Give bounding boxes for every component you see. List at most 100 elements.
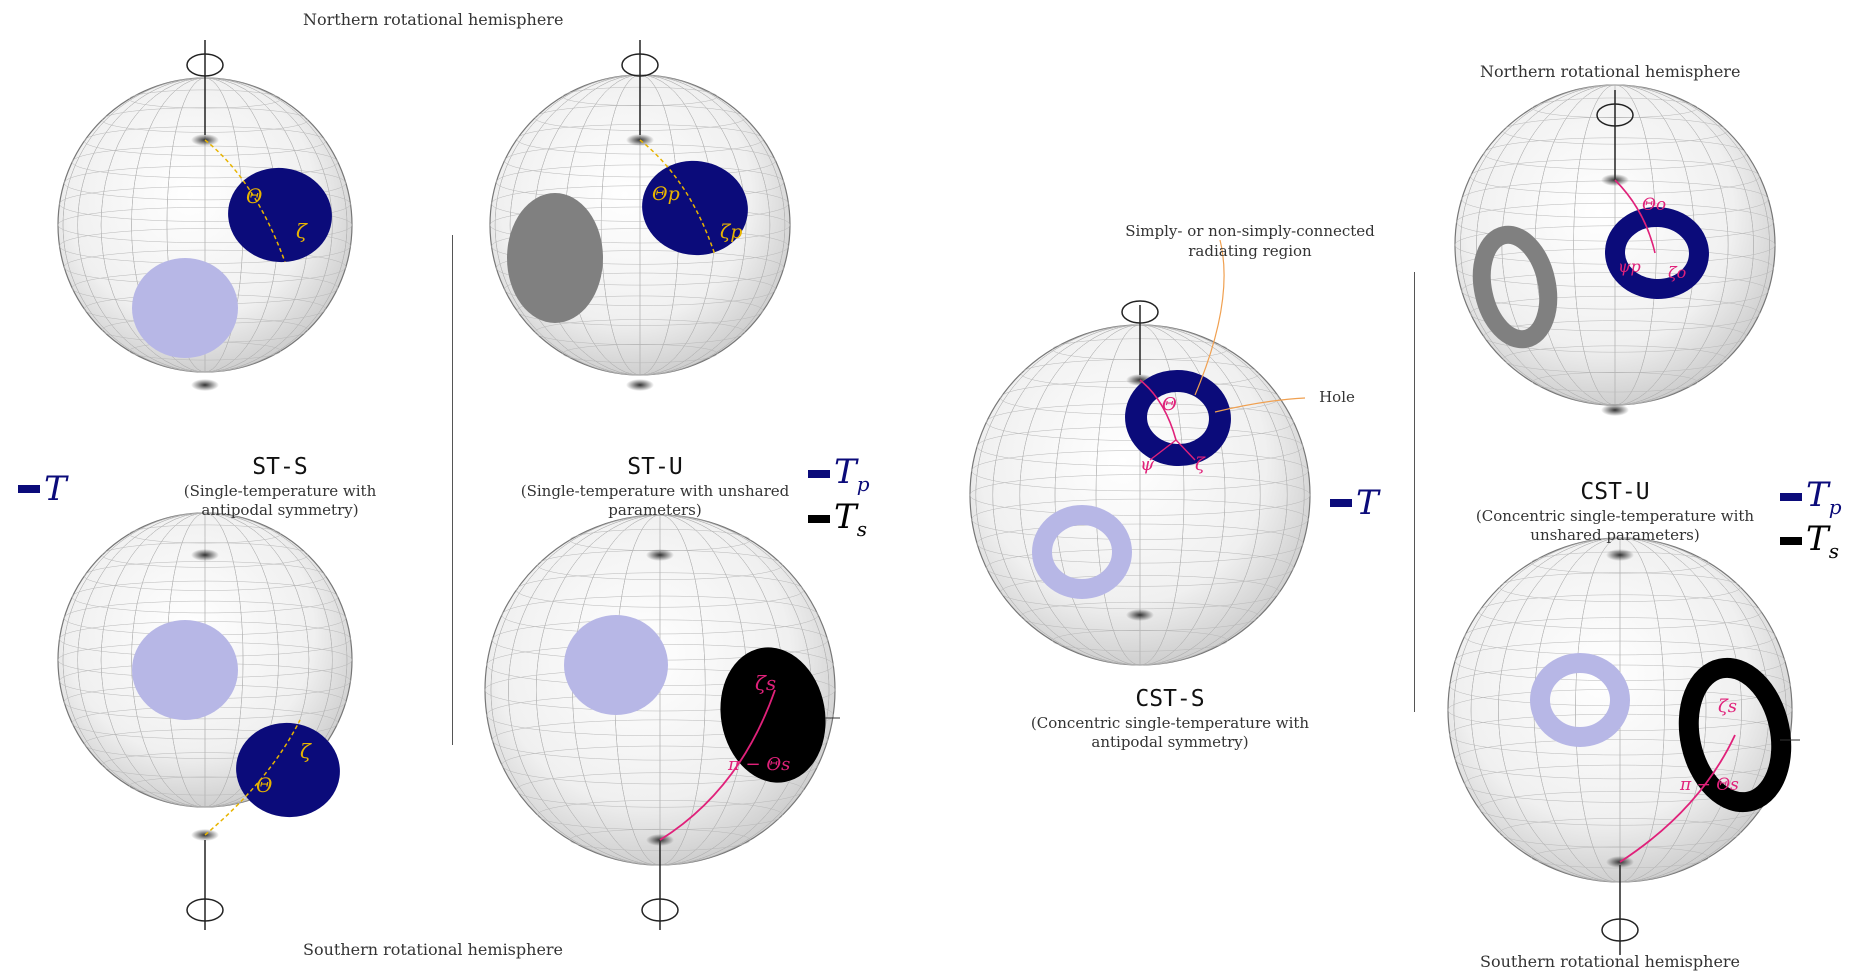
- zeta-radius: [1175, 439, 1196, 461]
- secondary-ring-region: [1678, 657, 1792, 813]
- rotation-direction-ring: [641, 898, 679, 922]
- parallel-line: [1483, 320, 1747, 353]
- parallel-line: [1000, 575, 1280, 610]
- antipodal-region-faded: [132, 620, 238, 720]
- parallel-line: [516, 772, 804, 808]
- zeta-p-symbol: ζp: [720, 221, 742, 243]
- northern-hemisphere-label-left: Northern rotational hemisphere: [303, 10, 564, 29]
- parallel-line: [489, 206, 791, 244]
- hot-ring-region: [1125, 369, 1231, 467]
- legend-symbol: T: [1806, 475, 1829, 515]
- colatitude-arc: [639, 139, 716, 256]
- parallel-line: [534, 319, 746, 345]
- axis-cst-s: [1121, 300, 1159, 375]
- legend-subscript: p: [1828, 494, 1842, 519]
- parallel-line: [496, 164, 784, 200]
- secondary-hot-region: [720, 647, 826, 783]
- legend-swatch: [808, 515, 830, 524]
- parallel-line: [1502, 345, 1728, 373]
- meridian-line: [62, 512, 348, 808]
- model-caption-cst-u: CST-U (Concentric single-temperature wit…: [1470, 478, 1760, 544]
- theta-p-symbol: Θp: [652, 183, 680, 205]
- antipodal-ring-faded: [1032, 505, 1132, 599]
- legend-t-left: T: [18, 472, 67, 506]
- model-description: (Single-temperature with unshared parame…: [520, 481, 790, 519]
- divider-right: [1414, 272, 1415, 712]
- primary-ring-region: [1605, 206, 1709, 300]
- colatitude-arc: [204, 139, 286, 263]
- theta-o-symbol: Θo: [1642, 195, 1666, 215]
- axis-cst-u-south: [1601, 865, 1639, 955]
- model-code: ST-U: [627, 454, 683, 480]
- legend-symbol: T: [834, 497, 857, 537]
- legend-subscript: s: [856, 516, 867, 541]
- model-description: (Concentric single-temperature with anti…: [1030, 713, 1310, 751]
- parallel-line: [501, 595, 819, 635]
- parallel-line: [1020, 601, 1260, 631]
- colatitude-arc-secondary: [1619, 734, 1736, 863]
- rotation-direction-ring: [186, 53, 224, 77]
- parallel-line: [486, 693, 834, 737]
- parallel-line: [504, 272, 776, 306]
- south-pole-mark: [191, 379, 219, 391]
- parallel-line: [491, 185, 789, 222]
- parallel-line: [84, 561, 326, 591]
- north-pole-mark: [191, 549, 219, 561]
- legend-ts-left: Ts: [808, 500, 867, 539]
- rotation-direction-ring: [1596, 103, 1634, 127]
- legend-swatch: [808, 470, 830, 479]
- legend-swatch: [1330, 499, 1352, 507]
- secondary-region-projection: [507, 193, 603, 323]
- hot-region: [236, 722, 340, 818]
- zeta-s-symbol: ζs: [1718, 696, 1737, 717]
- parallel-line: [71, 145, 339, 179]
- legend-tp-left: Tp: [808, 455, 870, 494]
- primary-ring-projection: [1530, 653, 1630, 747]
- parallel-line: [1052, 629, 1228, 652]
- psi-symbol: ψ: [1140, 454, 1155, 475]
- parallel-line: [496, 250, 784, 286]
- parallel-line: [1478, 791, 1762, 826]
- southern-hemisphere-label-left: Southern rotational hemisphere: [303, 940, 564, 959]
- axis-st-u-south: [641, 840, 679, 930]
- rotation-direction-ring: [621, 53, 659, 77]
- antipodal-region-faded: [132, 258, 238, 358]
- model-caption-st-u: ST-U (Single-temperature with unshared p…: [520, 453, 790, 519]
- region-note-leader: [1194, 239, 1225, 396]
- hole-label: Hole: [1319, 388, 1355, 406]
- model-code: CST-U: [1580, 479, 1650, 505]
- divider-left: [452, 235, 453, 745]
- colatitude-arc: [1139, 379, 1177, 441]
- axis-st-u-north: [621, 40, 659, 135]
- model-description: (Single-temperature with antipodal symme…: [183, 481, 377, 519]
- legend-symbol: T: [834, 452, 857, 492]
- legend-symbol: T: [44, 469, 67, 509]
- south-pole-mark: [626, 379, 654, 391]
- legend-t-right: T: [1330, 486, 1379, 520]
- legend-subscript: p: [856, 471, 870, 496]
- parallel-line: [57, 207, 353, 243]
- model-caption-st-s: ST-S (Single-temperature with antipodal …: [150, 453, 410, 519]
- region-note: Simply- or non-simply-connected radiatin…: [1125, 222, 1375, 260]
- axis-st-s-south: [186, 840, 224, 930]
- primary-region-projection: [564, 615, 668, 715]
- psi-p-symbol: ψp: [1618, 257, 1641, 276]
- parallel-line: [101, 542, 309, 568]
- legend-tp-right: Tp: [1780, 478, 1842, 517]
- parallel-line: [1499, 818, 1741, 848]
- model-code: CST-S: [1135, 686, 1205, 712]
- parallel-line: [491, 228, 789, 265]
- axis-cst-u-north: [1596, 90, 1634, 180]
- parallel-line: [71, 580, 339, 614]
- parallel-line: [1464, 617, 1776, 656]
- south-pole-mark: [1126, 609, 1154, 621]
- north-pole-mark: [646, 549, 674, 561]
- zeta-symbol: ζ: [300, 739, 312, 763]
- parallel-line: [516, 295, 764, 326]
- legend-symbol: T: [1806, 519, 1829, 559]
- parallel-line: [1470, 295, 1760, 332]
- parallel-line: [516, 572, 804, 608]
- parallel-line: [976, 523, 1304, 564]
- zeta-s-symbol: ζs: [755, 671, 776, 695]
